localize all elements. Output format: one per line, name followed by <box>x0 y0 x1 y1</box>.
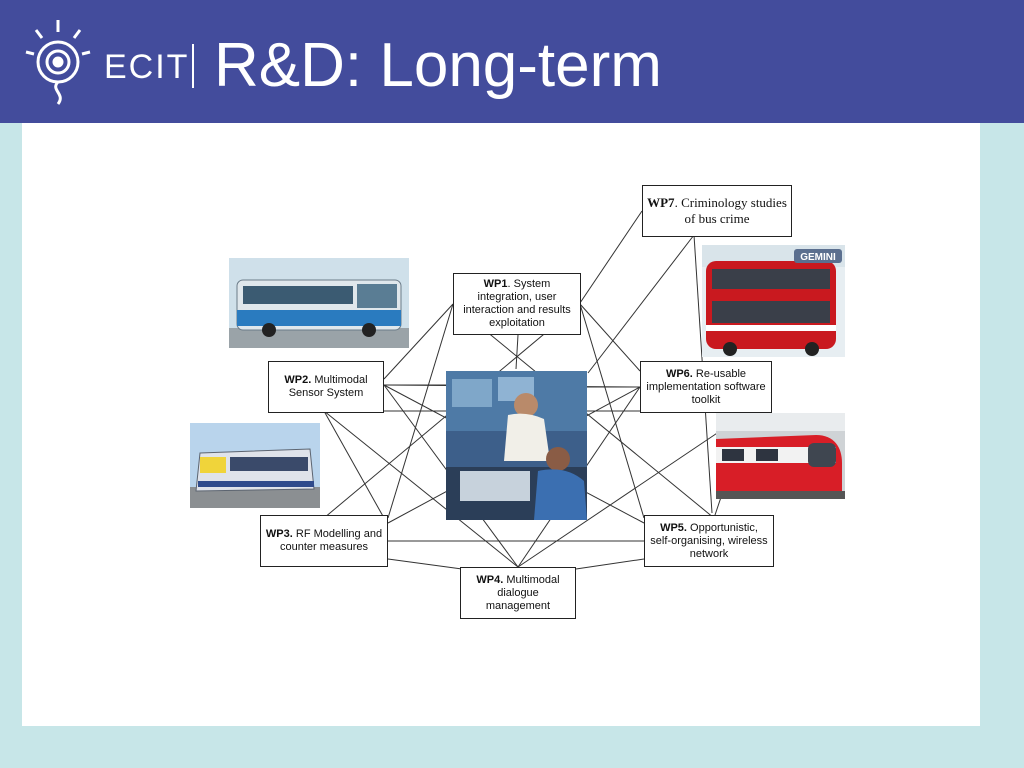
wp1-box: WP1. System integration, user interactio… <box>453 273 581 335</box>
wp5-text: WP5. Opportunistic, self-organising, wir… <box>650 521 768 560</box>
underground-train-illustration <box>716 413 845 499</box>
wp1-text: WP1. System integration, user interactio… <box>463 278 571 329</box>
wp6-text: WP6. Re-usable implementation software t… <box>646 367 766 406</box>
slide-header: ECIT R&D: Long-term <box>0 0 1024 123</box>
connection-lines <box>323 210 751 570</box>
wp7-text: WP7. Criminology studies of bus crime <box>647 195 787 226</box>
underground-train-photo <box>716 413 845 499</box>
train-photo <box>190 423 320 508</box>
wp7-box: WP7. Criminology studies of bus crime <box>642 185 792 237</box>
org-name: ECIT <box>104 48 190 86</box>
wp2-box: WP2. Multimodal Sensor System <box>268 361 384 413</box>
slide-title: R&D: Long-term <box>214 31 662 100</box>
city-bus-illustration <box>229 258 409 348</box>
header-divider <box>192 44 194 88</box>
wp3-box: WP3. RF Modelling and counter measures <box>260 515 388 567</box>
city-bus-photo <box>229 258 409 348</box>
wp4-box: WP4. Multimodal dialogue management <box>460 567 576 619</box>
wp5-box: WP5. Opportunistic, self-organising, wir… <box>644 515 774 567</box>
diagram-canvas: GEMINI <box>22 123 980 726</box>
train-illustration <box>190 423 320 508</box>
control-room-photo <box>446 371 587 520</box>
double-decker-illustration: GEMINI <box>702 245 845 357</box>
wp6-box: WP6. Re-usable implementation software t… <box>640 361 772 413</box>
control-room-illustration <box>446 371 587 520</box>
wp3-text: WP3. RF Modelling and counter measures <box>265 528 383 553</box>
gemini-double-decker-photo: GEMINI <box>702 245 845 357</box>
wp4-text: WP4. Multimodal dialogue management <box>476 573 560 612</box>
wp2-text: WP2. Multimodal Sensor System <box>284 374 368 399</box>
gemini-label: GEMINI <box>800 252 836 263</box>
ecit-logo-icon <box>25 20 91 105</box>
